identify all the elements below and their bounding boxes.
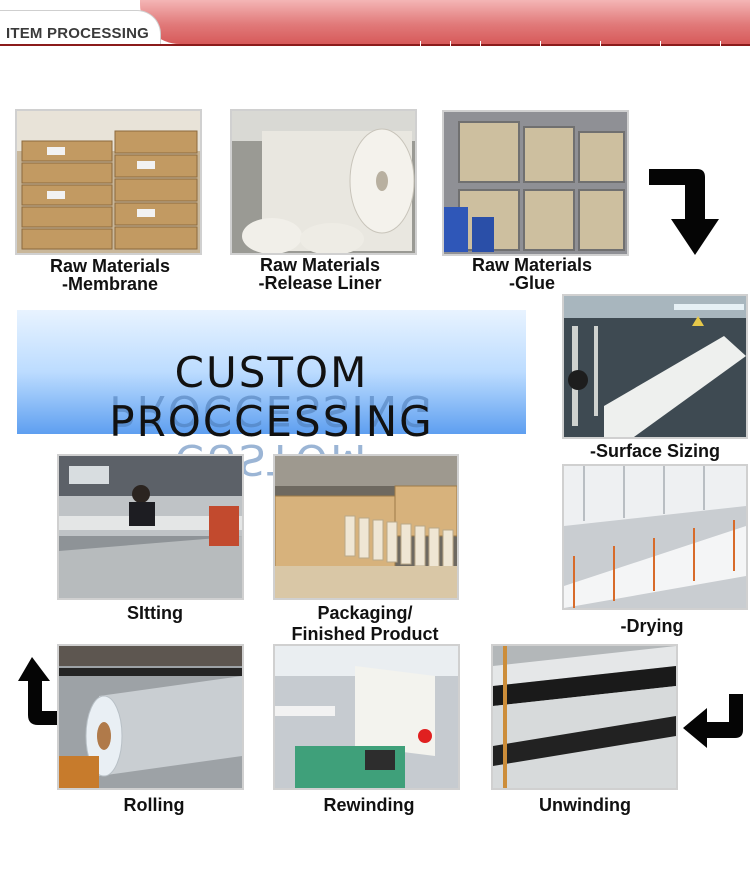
header-tick [480, 41, 481, 46]
photo-rewinding [273, 644, 460, 790]
banner-title: CUSTOM PROCCESSING [109, 348, 434, 446]
caption-packaging: Packaging/ Finished Product [291, 603, 439, 644]
caption-slitting: SItting [127, 603, 183, 623]
photo-unwinding [491, 644, 678, 790]
header-title: ITEM PROCESSING [6, 25, 150, 42]
header-red-band [140, 0, 750, 44]
header-tick [660, 41, 661, 46]
photo-surface-sizing [562, 294, 748, 439]
photo-packaging [273, 454, 459, 600]
arrow-left-icon [683, 694, 743, 748]
caption-glue: Raw Materials -Glue [471, 255, 593, 293]
caption-membrane: Raw Materials -Membrane [49, 256, 171, 294]
caption-rolling: Rolling [123, 795, 185, 815]
header-tick [450, 41, 451, 46]
header-tick [420, 41, 421, 46]
arrow-down-icon [649, 169, 719, 255]
photo-release-liner [230, 109, 417, 255]
photo-rolling [57, 644, 244, 790]
photo-slitting [57, 454, 244, 600]
header-tick [600, 41, 601, 46]
caption-unwinding: Unwinding [539, 795, 631, 815]
header-tab [0, 10, 161, 45]
caption-release-liner: Raw Materials -Release Liner [258, 255, 382, 293]
custom-processing-banner: CUSTOM PROCCESSING CUSTOM PROCCESSING [17, 310, 526, 484]
arrow-up-icon [18, 657, 60, 725]
photo-membrane [15, 109, 202, 255]
caption-rewinding: Rewinding [323, 795, 415, 815]
caption-surface-sizing: -Surface Sizing [589, 441, 721, 461]
caption-drying: -Drying [620, 616, 684, 636]
photo-glue [442, 110, 629, 256]
photo-drying [562, 464, 748, 610]
header-tick [720, 41, 721, 46]
header-tick [540, 41, 541, 46]
header-divider [0, 44, 750, 46]
section-header: ITEM PROCESSING [0, 0, 750, 46]
